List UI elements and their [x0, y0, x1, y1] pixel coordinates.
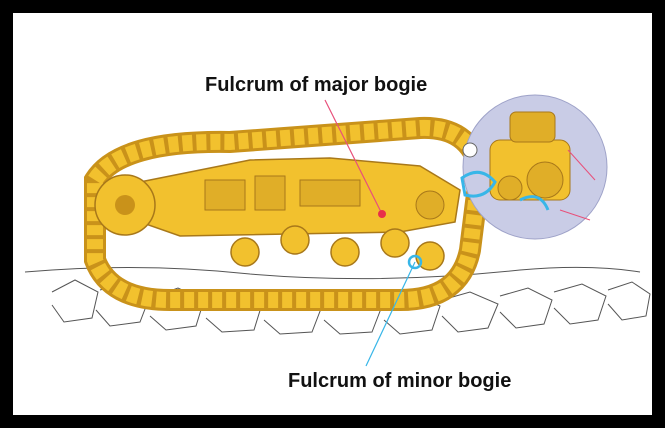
major-bogie-label: Fulcrum of major bogie [205, 74, 427, 97]
bogie-frame [95, 158, 460, 236]
bogie-detail-callout [462, 95, 607, 239]
minor-bogie-label: Fulcrum of minor bogie [288, 370, 511, 393]
minor-bogie-pointer [366, 262, 415, 366]
major-fulcrum-marker [378, 210, 386, 218]
